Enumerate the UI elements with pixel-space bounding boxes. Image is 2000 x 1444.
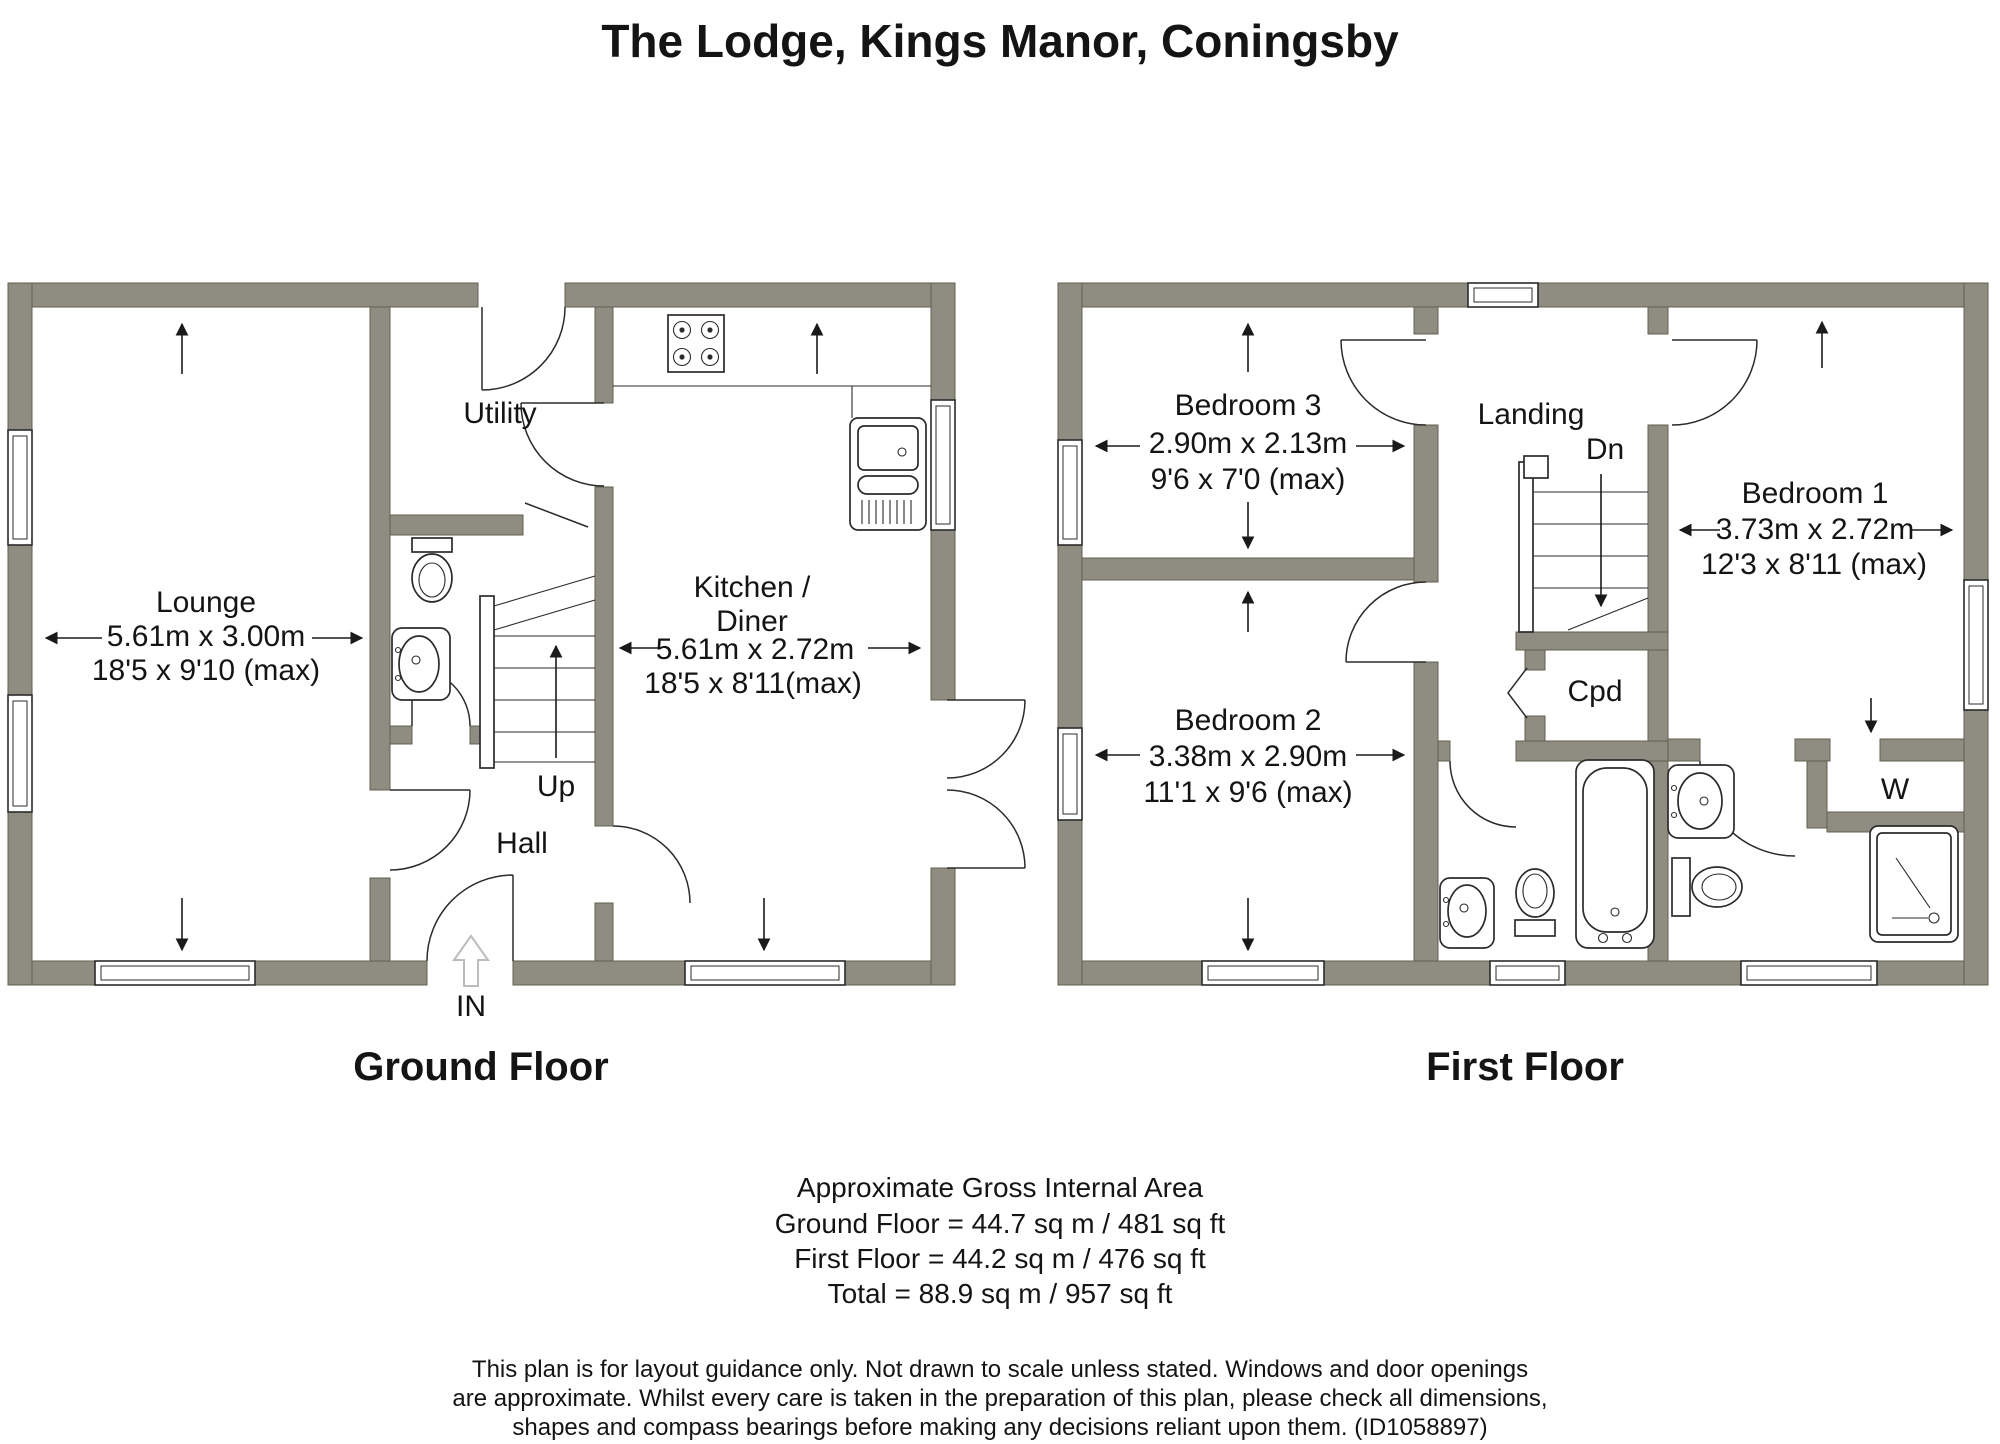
lounge-label: Lounge <box>156 586 256 619</box>
area-first: First Floor = 44.2 sq m / 476 sq ft <box>794 1243 1206 1274</box>
kitchen-label-2: Diner <box>716 605 788 638</box>
toilet-fixture <box>411 537 453 603</box>
sink-fixture <box>849 417 927 531</box>
disclaimer-line-3: shapes and compass bearings before makin… <box>512 1414 1487 1441</box>
window <box>94 960 256 986</box>
bedroom3-door <box>1340 339 1427 426</box>
hall-kitchen-door <box>612 825 691 904</box>
cupboard-bifold-door <box>1507 667 1528 719</box>
area-heading: Approximate Gross Internal Area <box>797 1172 1204 1203</box>
bath-fixture <box>1575 759 1655 949</box>
bedroom2-label: Bedroom 2 <box>1175 704 1322 737</box>
window <box>7 694 33 813</box>
hob-fixture <box>667 314 725 373</box>
bedroom1-label: Bedroom 1 <box>1742 477 1889 510</box>
hall-label: Hall <box>496 827 548 860</box>
kitchen-imperial: 18'5 x 8'11(max) <box>644 667 862 700</box>
first-windows <box>1057 282 1989 986</box>
bathroom-door <box>1449 760 1517 828</box>
window <box>1057 439 1083 546</box>
window <box>7 429 33 546</box>
ground-floor-title: Ground Floor <box>353 1045 609 1089</box>
lounge-imperial: 18'5 x 9'10 (max) <box>92 654 320 687</box>
bedroom1-metric: 3.73m x 2.72m <box>1716 513 1914 546</box>
stairs-up-label: Up <box>537 770 575 803</box>
basin-fixture <box>391 627 451 701</box>
landing-label: Landing <box>1478 398 1585 431</box>
window <box>684 960 846 986</box>
area-summary: Approximate Gross Internal Area Ground F… <box>775 1172 1226 1309</box>
utility-external-door <box>481 306 566 391</box>
ground-doors <box>389 306 1026 962</box>
first-stairs <box>1518 455 1649 633</box>
ground-windows <box>7 399 956 986</box>
utility-label: Utility <box>463 397 536 430</box>
ground-floor-plan: Lounge 5.61m x 3.00m 18'5 x 9'10 (max) U… <box>7 282 1026 1089</box>
first-floor-title: First Floor <box>1426 1045 1624 1089</box>
window <box>1057 727 1083 821</box>
kitchen-label-1: Kitchen / <box>694 571 811 604</box>
bedroom2-door <box>1345 581 1427 663</box>
page-title: The Lodge, Kings Manor, Coningsby <box>601 15 1399 67</box>
french-door-top-leaf <box>946 699 1026 779</box>
window <box>1963 579 1989 711</box>
kitchen-utility-door <box>520 402 605 487</box>
first-floor-plan: Bedroom 3 2.90m x 2.13m 9'6 x 7'0 (max) … <box>1057 282 1989 1089</box>
french-door-bottom-leaf <box>946 789 1026 869</box>
bedroom1-door <box>1671 339 1758 426</box>
window <box>1489 960 1566 986</box>
lounge-metric: 5.61m x 3.00m <box>107 620 305 653</box>
kitchen-counter <box>613 385 931 418</box>
entrance-label: IN <box>456 990 486 1023</box>
disclaimer: This plan is for layout guidance only. N… <box>452 1356 1547 1441</box>
basin-fixture <box>1439 877 1495 949</box>
bedroom1-imperial: 12'3 x 8'11 (max) <box>1701 548 1927 581</box>
bedroom2-imperial: 11'1 x 9'6 (max) <box>1143 776 1352 809</box>
window <box>1740 960 1878 986</box>
window <box>1467 282 1539 308</box>
window <box>930 399 956 531</box>
toilet-fixture <box>1514 868 1556 937</box>
area-ground: Ground Floor = 44.7 sq m / 481 sq ft <box>775 1208 1226 1239</box>
area-total: Total = 88.9 sq m / 957 sq ft <box>828 1278 1173 1309</box>
stairs-dn-label: Dn <box>1586 433 1624 466</box>
ground-stairs <box>479 575 596 769</box>
wardrobe-label: W <box>1881 773 1910 806</box>
first-exterior-walls <box>1057 282 1989 986</box>
utility-hall-door-leaf <box>524 502 589 528</box>
disclaimer-line-2: are approximate. Whilst every care is ta… <box>452 1385 1547 1412</box>
bedroom3-label: Bedroom 3 <box>1175 389 1322 422</box>
ground-dimension-arrows <box>44 322 922 952</box>
toilet-fixture <box>1671 857 1743 917</box>
window <box>1201 960 1325 986</box>
bedroom3-imperial: 9'6 x 7'0 (max) <box>1151 463 1346 496</box>
ground-exterior-walls <box>7 282 956 986</box>
shower-fixture <box>1869 825 1959 943</box>
bedroom3-metric: 2.90m x 2.13m <box>1149 427 1347 460</box>
kitchen-metric: 5.61m x 2.72m <box>656 633 854 666</box>
basin-fixture <box>1667 764 1735 839</box>
lounge-door <box>389 789 471 871</box>
first-interior-walls <box>1081 306 1965 962</box>
front-door <box>426 874 514 962</box>
entrance-arrow-icon <box>452 934 490 987</box>
first-dimension-arrows <box>1094 320 1954 952</box>
bedroom2-metric: 3.38m x 2.90m <box>1149 740 1347 773</box>
disclaimer-line-1: This plan is for layout guidance only. N… <box>472 1356 1528 1383</box>
cupboard-label: Cpd <box>1567 675 1622 708</box>
